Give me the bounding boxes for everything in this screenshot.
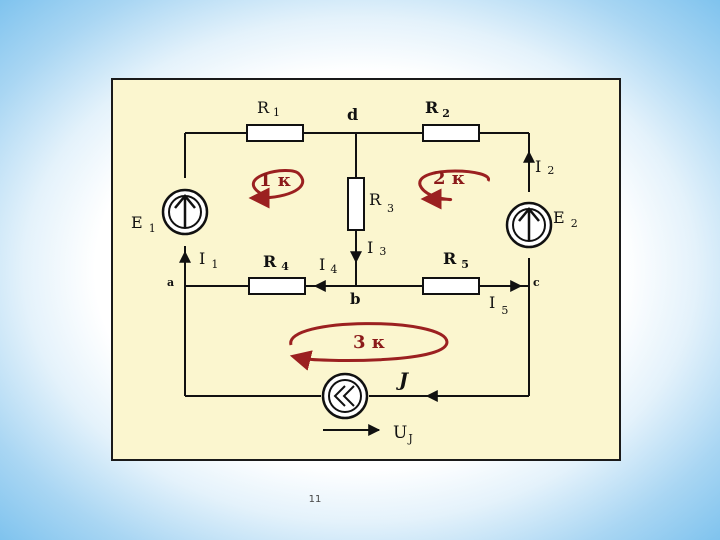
node-label-d: d — [347, 105, 358, 124]
node-label-c: c — [533, 276, 540, 289]
voltage-source-e2 — [505, 201, 553, 249]
loop-label-1: 1 к — [259, 170, 291, 191]
label-uj: UJ — [393, 423, 413, 445]
resistor-r4 — [248, 277, 306, 295]
page-number: 11 — [308, 494, 322, 505]
loop-arrow-2 — [418, 169, 490, 210]
resistor-r3 — [347, 177, 365, 231]
resistor-r2 — [422, 124, 480, 142]
resistor-r1 — [246, 124, 304, 142]
loop-arrow-1 — [248, 169, 305, 209]
resistor-r5 — [422, 277, 480, 295]
node-label-a: a — [167, 276, 174, 289]
loop-arrow-3 — [289, 322, 449, 371]
label-j: J — [396, 369, 410, 391]
loop-label-3: 3 к — [353, 332, 385, 353]
node-label-b: b — [350, 290, 361, 308]
double-chevron-left-icon — [333, 385, 355, 407]
voltage-source-e1 — [161, 188, 209, 236]
loop-label-2: 2 к — [433, 168, 465, 189]
